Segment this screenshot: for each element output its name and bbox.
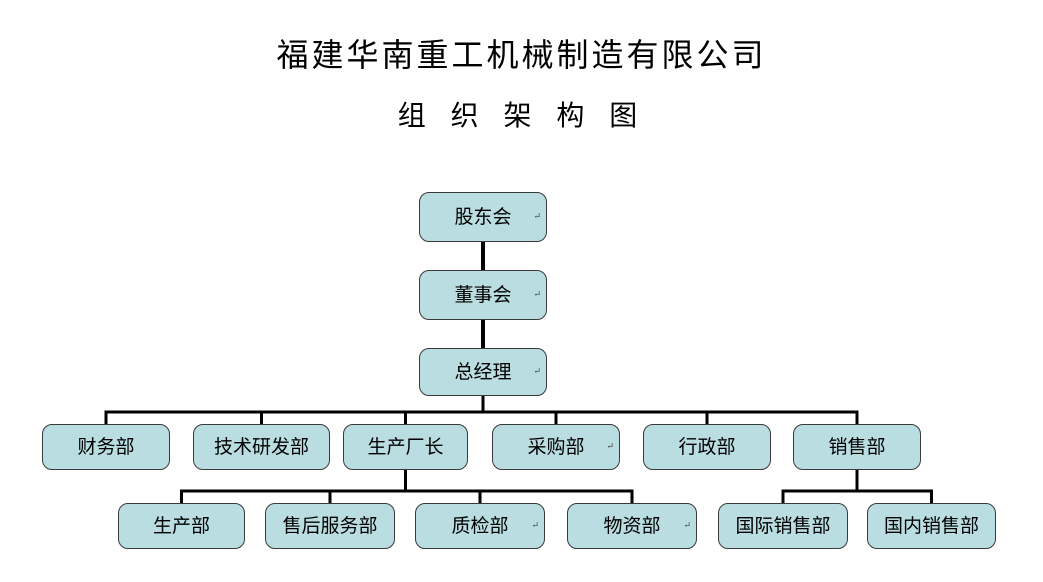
paragraph-mark: ↵: [533, 366, 541, 377]
org-node-label: 财务部: [77, 435, 135, 458]
org-node-label: 董事会: [454, 283, 512, 306]
org-node-finance-dept: 财务部: [42, 424, 170, 470]
org-node-label: 售后服务部: [282, 514, 378, 537]
company-title: 福建华南重工机械制造有限公司: [276, 36, 767, 74]
org-node-label: 国内销售部: [883, 514, 979, 537]
org-node-production-director: 生产厂长: [343, 424, 468, 470]
org-node-label: 技术研发部: [213, 435, 309, 458]
org-node-general-manager: 总经理 ↵: [419, 348, 547, 396]
org-node-label: 股东会: [454, 205, 512, 228]
org-node-materials-dept: 物资部 ↵: [567, 503, 697, 549]
org-node-label: 采购部: [527, 435, 585, 458]
org-node-label: 总经理: [454, 360, 512, 383]
org-chart-title: 组 织 架 构 图: [397, 99, 646, 132]
org-node-label: 销售部: [828, 435, 886, 458]
org-node-shareholders-meeting: 股东会 ↵: [419, 192, 547, 242]
paragraph-mark: ↵: [683, 520, 691, 531]
org-node-label: 生产厂长: [367, 435, 444, 458]
org-node-procurement-dept: 采购部 ↵: [492, 424, 620, 470]
org-node-admin-dept: 行政部: [643, 424, 771, 470]
org-node-quality-inspection-dept: 质检部 ↵: [415, 503, 545, 549]
org-node-sales-dept: 销售部: [793, 424, 921, 470]
production-fanout-connectors: [180, 470, 634, 503]
paragraph-mark: ↵: [533, 211, 541, 222]
sales-fanout-connectors: [781, 470, 933, 503]
org-node-label: 生产部: [152, 514, 210, 537]
org-node-label: 行政部: [678, 435, 736, 458]
org-node-label: 国际销售部: [735, 514, 831, 537]
org-node-domestic-sales-dept: 国内销售部: [867, 503, 996, 549]
org-node-board-of-directors: 董事会 ↵: [419, 270, 547, 320]
paragraph-mark: ↵: [531, 520, 539, 531]
org-node-production-dept: 生产部: [118, 503, 245, 549]
org-node-label: 物资部: [603, 514, 661, 537]
org-node-after-sales-service-dept: 售后服务部: [265, 503, 395, 549]
gm-fanout-connectors: [104, 396, 859, 424]
org-node-label: 质检部: [451, 514, 509, 537]
org-node-international-sales-dept: 国际销售部: [718, 503, 848, 549]
paragraph-mark: ↵: [606, 441, 614, 452]
paragraph-mark: ↵: [533, 289, 541, 300]
org-node-tech-rnd-dept: 技术研发部: [193, 424, 330, 470]
